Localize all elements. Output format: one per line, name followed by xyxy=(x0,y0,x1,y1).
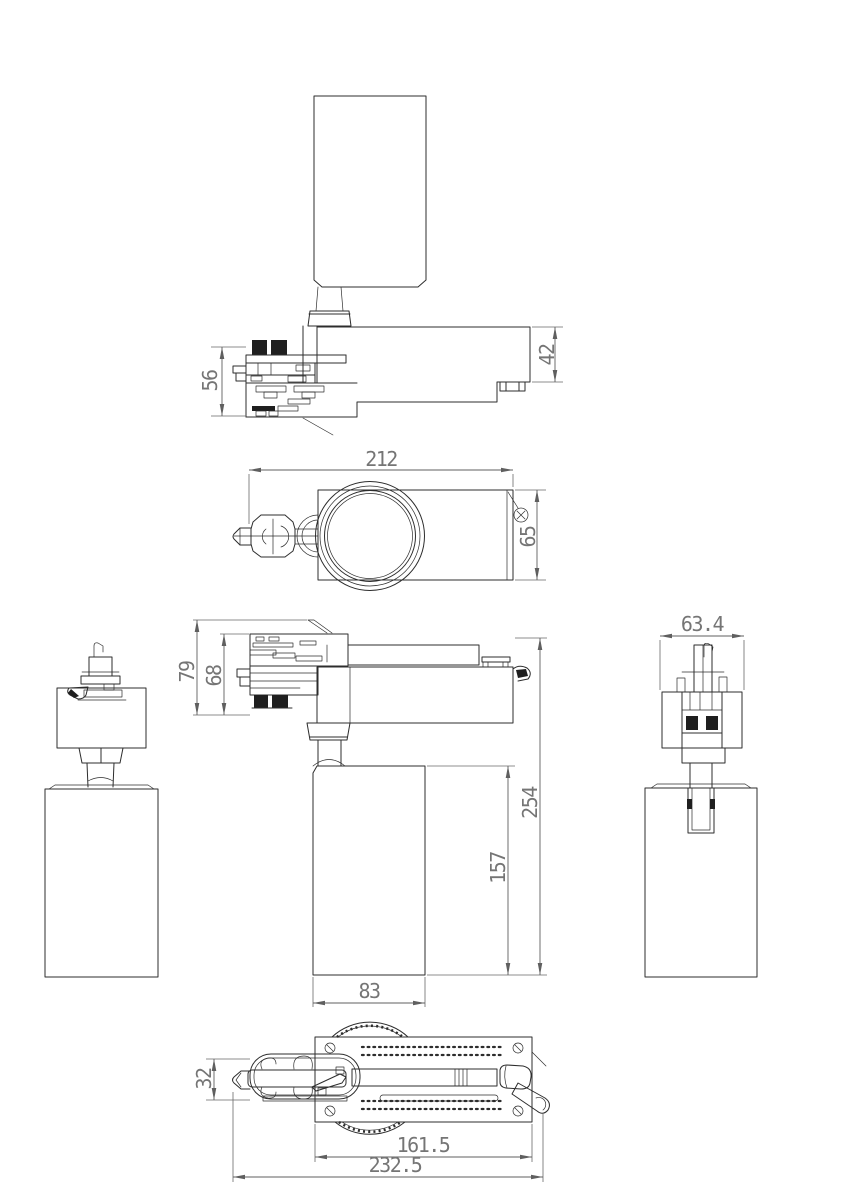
dim-label-68: 68 xyxy=(202,665,226,687)
view-bottom: 32 161.5 232.5 xyxy=(192,1021,550,1182)
side-driver-housing xyxy=(316,644,531,724)
dim-label-79: 79 xyxy=(175,661,199,683)
dimension-83: 83 xyxy=(312,977,426,1007)
side-neck xyxy=(306,722,351,767)
dimension-254: 254 xyxy=(427,637,547,976)
view-side: 79 68 254 157 83 xyxy=(175,619,547,1007)
lens-circles xyxy=(315,481,425,591)
lamp-head-outline xyxy=(307,95,427,327)
rear-lamp-body xyxy=(644,783,758,978)
rear-track-adapter xyxy=(676,642,728,693)
dim-label-56: 56 xyxy=(198,370,222,392)
track-adapter xyxy=(232,340,358,418)
dimension-68: 68 xyxy=(202,633,249,715)
dimension-56: 56 xyxy=(198,346,246,417)
dim-label-232-5: 232.5 xyxy=(369,1153,422,1177)
dimension-65: 65 xyxy=(515,489,546,581)
bottom-corner-screws xyxy=(324,1042,524,1117)
front-neck xyxy=(78,747,124,788)
view-rear: 63.4 xyxy=(644,612,758,978)
view-side-inverted: 56 42 xyxy=(198,95,563,436)
dim-label-157: 157 xyxy=(486,852,510,884)
adjustment-knob xyxy=(232,514,319,558)
side-lamp-body xyxy=(312,765,426,976)
dimension-42: 42 xyxy=(532,326,563,383)
driver-housing xyxy=(245,326,531,436)
bottom-yoke-bar xyxy=(351,1068,498,1087)
dim-label-65: 65 xyxy=(516,526,540,548)
front-track-adapter xyxy=(67,642,121,700)
view-front xyxy=(44,642,159,978)
dimension-157: 157 xyxy=(427,765,515,975)
bottom-lens-arcs xyxy=(331,1021,409,1135)
front-gear-box xyxy=(56,687,147,749)
dimension-32: 32 xyxy=(192,1058,250,1101)
dimension-79: 79 xyxy=(175,619,307,716)
head-body-top xyxy=(317,489,519,581)
bottom-release-lever xyxy=(499,1064,550,1114)
view-top: 212 65 xyxy=(232,447,546,591)
side-track-adapter xyxy=(236,619,349,709)
bottom-driver-plate xyxy=(314,1036,547,1123)
dimension-161-5: 161.5 xyxy=(314,1124,533,1162)
dim-label-254: 254 xyxy=(518,786,542,819)
dimension-212: 212 xyxy=(248,447,514,524)
dimension-63-4: 63.4 xyxy=(659,612,745,690)
dimension-232-5: 232.5 xyxy=(232,1092,544,1182)
dim-label-161-5: 161.5 xyxy=(397,1133,450,1157)
dim-label-63-4: 63.4 xyxy=(681,612,725,636)
screw-top-right xyxy=(513,507,529,523)
front-lamp-body xyxy=(44,784,159,978)
dim-label-212: 212 xyxy=(365,447,397,471)
dim-label-83: 83 xyxy=(358,979,380,1003)
rear-gear-box xyxy=(661,691,743,789)
dim-label-42: 42 xyxy=(535,344,559,366)
dim-label-32: 32 xyxy=(192,1068,216,1090)
bottom-track-adapter xyxy=(232,1053,361,1102)
